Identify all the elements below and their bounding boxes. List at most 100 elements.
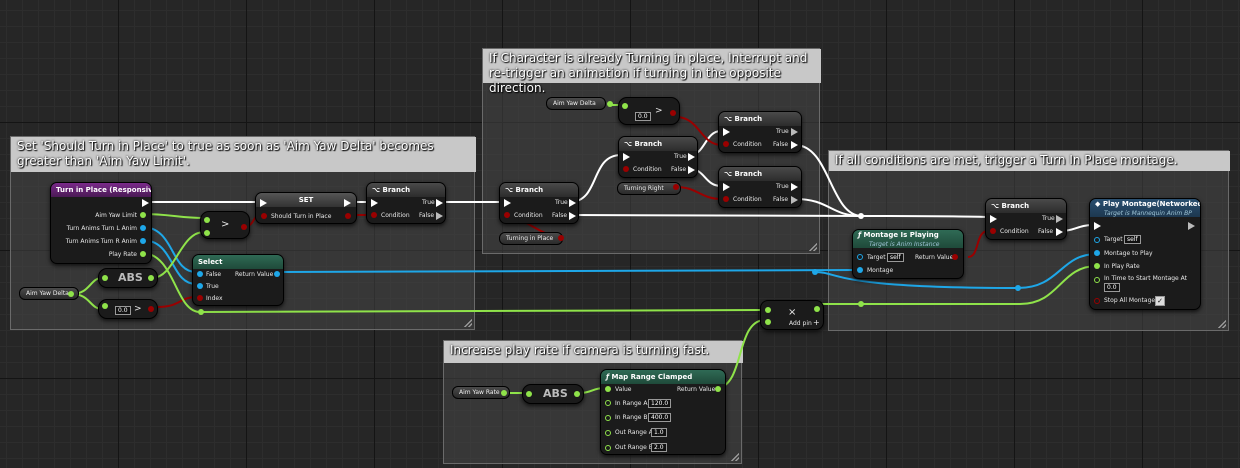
branch-false-pin[interactable] (791, 196, 798, 204)
set-out-pin[interactable] (345, 213, 351, 219)
montage-to-play-pin[interactable] (1094, 250, 1100, 256)
return-value-pin[interactable] (715, 386, 721, 392)
in-time-pin[interactable] (1094, 277, 1100, 283)
compare-b-pin[interactable] (204, 230, 210, 236)
select-index-pin[interactable] (197, 295, 203, 301)
branch-exec-in-pin[interactable] (504, 199, 511, 207)
branch-true-pin[interactable] (569, 199, 576, 207)
abs-node-2[interactable]: ABS (522, 384, 584, 404)
target-self-field[interactable]: self (1124, 235, 1141, 244)
branch-exec-in-pin[interactable] (371, 199, 378, 207)
aim-yaw-limit-pin[interactable] (140, 212, 146, 218)
aim-yaw-delta-out-pin[interactable] (607, 101, 613, 107)
map-range-clamped-node[interactable]: ƒ Map Range Clamped Value Return Value I… (600, 369, 726, 455)
compare-out-pin[interactable] (148, 306, 154, 312)
add-pin-button[interactable]: Add pin (789, 320, 812, 327)
branch-true-pin[interactable] (1056, 215, 1063, 223)
play-montage-exec-in-pin[interactable] (1094, 222, 1101, 230)
out-range-b-pin[interactable] (605, 445, 611, 451)
branch-false-pin[interactable] (688, 166, 695, 174)
reroute-knot[interactable] (198, 309, 204, 315)
play-montage-exec-out-pin[interactable] (1188, 222, 1195, 230)
turn-r-anim-pin[interactable] (140, 238, 146, 244)
multiply-out-pin[interactable] (814, 306, 820, 312)
montage-is-playing-node[interactable]: ƒ Montage Is Playing Target is Anim Inst… (852, 229, 964, 279)
branch-condition-pin[interactable] (990, 228, 996, 234)
value-pin[interactable] (605, 386, 611, 392)
select-node[interactable]: Select False Return Value True Index (192, 254, 284, 306)
branch-condition-pin[interactable] (371, 212, 377, 218)
aim-yaw-rate-out-pin[interactable] (501, 390, 507, 396)
multiply-node[interactable]: × Add pin + (760, 300, 824, 330)
play-rate-pin[interactable] (140, 251, 146, 257)
reroute-knot[interactable] (812, 269, 818, 275)
branch-exec-in-pin[interactable] (723, 128, 730, 136)
compare-out-pin[interactable] (670, 110, 676, 116)
play-montage-node[interactable]: ◆ Play Montage(Networked) Target is Mann… (1089, 198, 1201, 310)
target-self-field[interactable]: self (887, 253, 904, 262)
resize-grip-icon[interactable] (464, 319, 472, 327)
set-exec-out-pin[interactable] (344, 199, 351, 207)
compare-in-pin[interactable] (102, 303, 108, 309)
abs-out-pin[interactable] (574, 391, 580, 397)
aim-yaw-rate-getter[interactable]: Aim Yaw Rate (452, 386, 510, 399)
select-false-pin[interactable] (197, 271, 203, 277)
turn-in-place-node[interactable]: Turn in Place (Responsive) Aim Yaw Limit… (50, 182, 152, 264)
out-range-a-field[interactable]: 1.0 (651, 428, 667, 437)
compare-out-pin[interactable] (241, 224, 247, 230)
turning-right-out-pin[interactable] (673, 184, 679, 190)
in-time-field[interactable]: 0.0 (1104, 283, 1120, 292)
in-range-a-pin[interactable] (605, 400, 611, 406)
resize-grip-icon[interactable] (809, 243, 817, 251)
greater-than-node-left[interactable]: 0.0 > (98, 299, 158, 319)
montage-pin[interactable] (857, 267, 863, 273)
out-range-a-pin[interactable] (605, 430, 611, 436)
branch-condition-pin[interactable] (723, 196, 729, 202)
reroute-knot[interactable] (858, 213, 864, 219)
in-play-rate-pin[interactable] (1094, 263, 1100, 269)
branch-node-5[interactable]: ⌥ Branch True Condition False (718, 166, 802, 208)
turn-l-anim-pin[interactable] (140, 225, 146, 231)
branch-false-pin[interactable] (1056, 228, 1063, 236)
set-value-pin[interactable] (261, 213, 267, 219)
greater-than-node-top[interactable]: 0.0 > (618, 97, 680, 125)
branch-true-pin[interactable] (791, 128, 798, 136)
aim-yaw-delta-getter-left[interactable]: Aim Yaw Delta (19, 287, 79, 300)
branch-exec-in-pin[interactable] (723, 183, 730, 191)
literal-zero-field[interactable]: 0.0 (635, 112, 651, 121)
set-exec-in-pin[interactable] (260, 199, 267, 207)
branch-condition-pin[interactable] (723, 141, 729, 147)
branch-true-pin[interactable] (436, 199, 443, 207)
resize-grip-icon[interactable] (1218, 320, 1226, 328)
multiply-in-a-pin[interactable] (765, 307, 771, 313)
abs-out-pin[interactable] (148, 275, 154, 281)
add-pin-plus-icon[interactable]: + (813, 318, 820, 327)
branch-node-4[interactable]: ⌥ Branch True Condition False (718, 111, 802, 153)
aim-yaw-delta-out-pin[interactable] (68, 291, 74, 297)
target-pin[interactable] (857, 254, 863, 260)
branch-true-pin[interactable] (791, 183, 798, 191)
resize-grip-icon[interactable] (731, 453, 739, 461)
greater-than-node[interactable]: > (200, 211, 250, 239)
branch-node-2[interactable]: ⌥ Branch True Condition False (499, 182, 579, 224)
set-node[interactable]: SET Should Turn in Place (255, 192, 357, 224)
branch-exec-in-pin[interactable] (623, 153, 630, 161)
select-true-pin[interactable] (197, 283, 203, 289)
select-return-pin[interactable] (274, 271, 280, 277)
return-value-pin[interactable] (952, 254, 958, 260)
branch-true-pin[interactable] (688, 153, 695, 161)
abs-in-pin[interactable] (526, 391, 532, 397)
compare-a-pin[interactable] (204, 217, 210, 223)
branch-condition-pin[interactable] (504, 212, 510, 218)
branch-false-pin[interactable] (569, 212, 576, 220)
branch-exec-in-pin[interactable] (990, 215, 997, 223)
turning-right-getter[interactable]: Turning Right (617, 182, 681, 195)
reroute-knot[interactable] (858, 301, 864, 307)
turning-in-place-out-pin[interactable] (558, 235, 564, 241)
literal-zero-field[interactable]: 0.0 (115, 306, 131, 315)
multiply-in-b-pin[interactable] (765, 319, 771, 325)
branch-condition-pin[interactable] (623, 166, 629, 172)
branch-false-pin[interactable] (436, 212, 443, 220)
exec-out-pin[interactable] (142, 199, 149, 207)
out-range-b-field[interactable]: 2.0 (651, 443, 667, 452)
